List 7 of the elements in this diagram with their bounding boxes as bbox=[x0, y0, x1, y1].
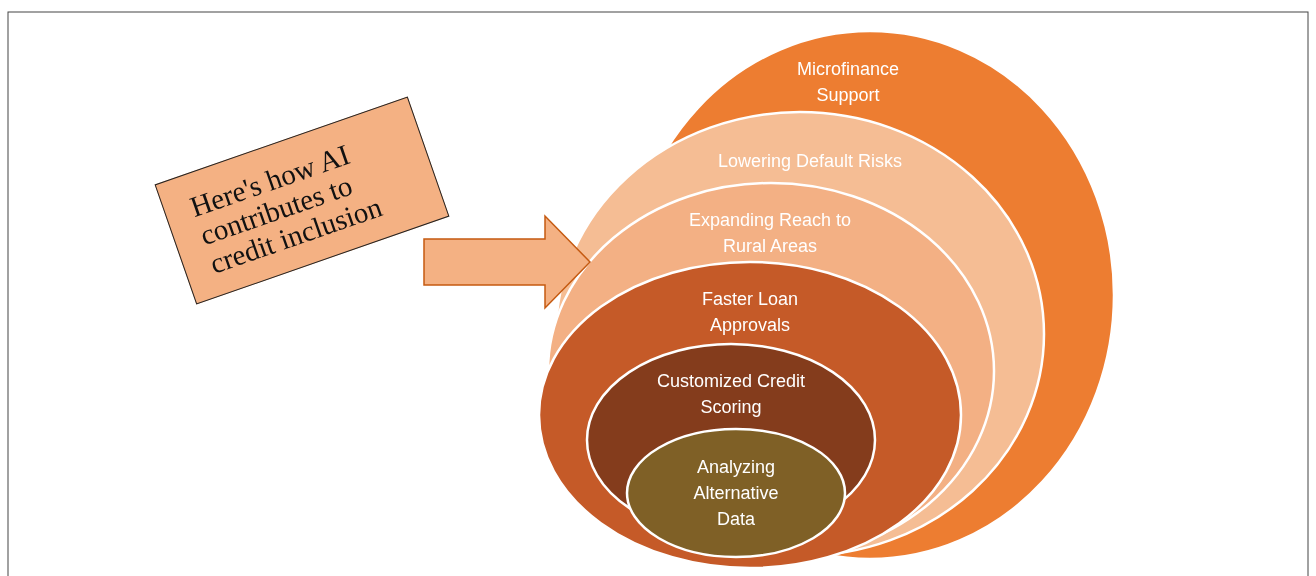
ellipse-label: Lowering Default Risks bbox=[716, 150, 904, 173]
ellipse-label: Expanding Reach to Rural Areas bbox=[687, 209, 853, 258]
ellipse-label: Faster Loan Approvals bbox=[700, 288, 800, 337]
ellipse-label: Analyzing Alternative Data bbox=[692, 456, 780, 531]
block-arrow bbox=[423, 214, 592, 310]
ellipse-label: Microfinance Support bbox=[795, 58, 900, 107]
ellipse-label: Customized Credit Scoring bbox=[656, 370, 806, 419]
